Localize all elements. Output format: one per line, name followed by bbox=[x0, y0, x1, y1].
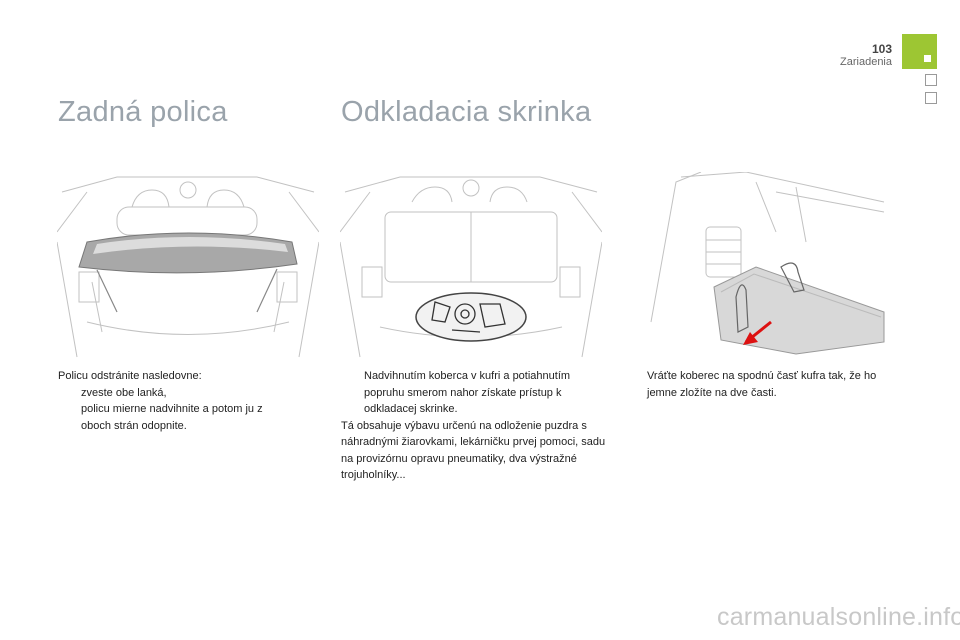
page-number: 103 bbox=[871, 42, 892, 56]
list-item: zveste obe lanká, bbox=[58, 385, 293, 402]
storage-box-description: Tá obsahuje výbavu určenú na odloženie p… bbox=[341, 419, 606, 482]
section-name: Zariadenia bbox=[840, 56, 892, 68]
rear-shelf-title: Zadná polica bbox=[58, 96, 228, 128]
list-item: Nadvihnutím koberca v kufri a potiahnutí… bbox=[341, 368, 609, 418]
step-text: Vráťte koberec na spodnú časť kufra tak,… bbox=[647, 370, 877, 399]
chapter-tab bbox=[902, 34, 937, 69]
fold-carpet-illustration bbox=[650, 172, 885, 355]
list-item: Vráťte koberec na spodnú časť kufra tak,… bbox=[624, 368, 884, 401]
rear-shelf-intro: Policu odstránite nasledovne: bbox=[58, 370, 202, 382]
list-item: policu mierne nadvihnite a potom ju z ob… bbox=[58, 401, 293, 434]
chapter-tab-empty bbox=[925, 92, 937, 104]
step-text: zveste obe lanká, bbox=[81, 386, 167, 399]
chapter-tab-empty bbox=[925, 74, 937, 86]
trunk-shelf-illustration bbox=[57, 176, 319, 358]
step-text: policu mierne nadvihnite a potom ju z ob… bbox=[81, 403, 263, 432]
step-text: Nadvihnutím koberca v kufri a potiahnutí… bbox=[364, 370, 571, 415]
storage-compartment-illustration bbox=[340, 176, 602, 358]
storage-box-title: Odkladacia skrinka bbox=[341, 96, 592, 128]
watermark: carmanualsonline.info bbox=[717, 603, 960, 631]
